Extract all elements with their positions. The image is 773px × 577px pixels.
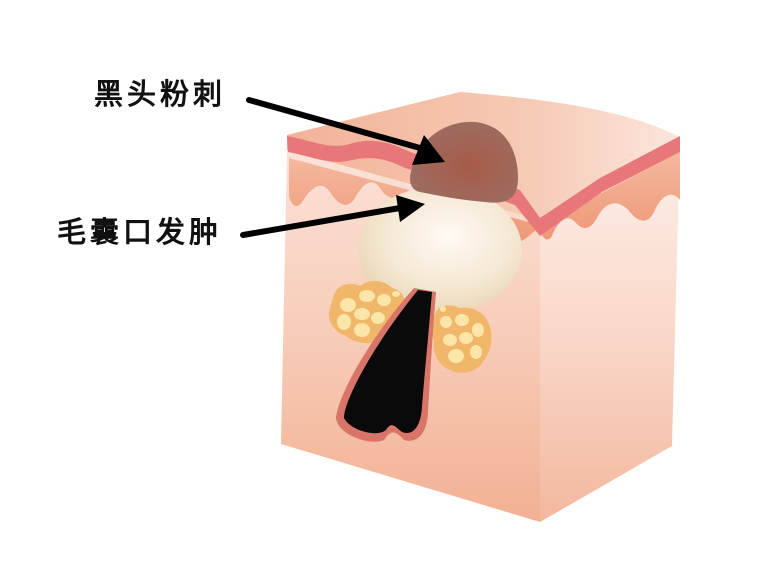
dermis-wave-right xyxy=(540,152,680,240)
skin-right-face xyxy=(540,140,680,522)
arrow-blackhead xyxy=(246,97,445,165)
hair-shaft xyxy=(344,290,432,434)
arrow-swelling xyxy=(240,195,425,238)
label-follicle-swelling: 毛囊口发肿 xyxy=(57,215,223,249)
sebaceous-gland-right xyxy=(431,305,492,373)
blackhead-plug xyxy=(410,121,518,203)
label-blackhead: 黑头粉刺 xyxy=(94,77,227,111)
whitehead-swelling xyxy=(358,186,522,314)
